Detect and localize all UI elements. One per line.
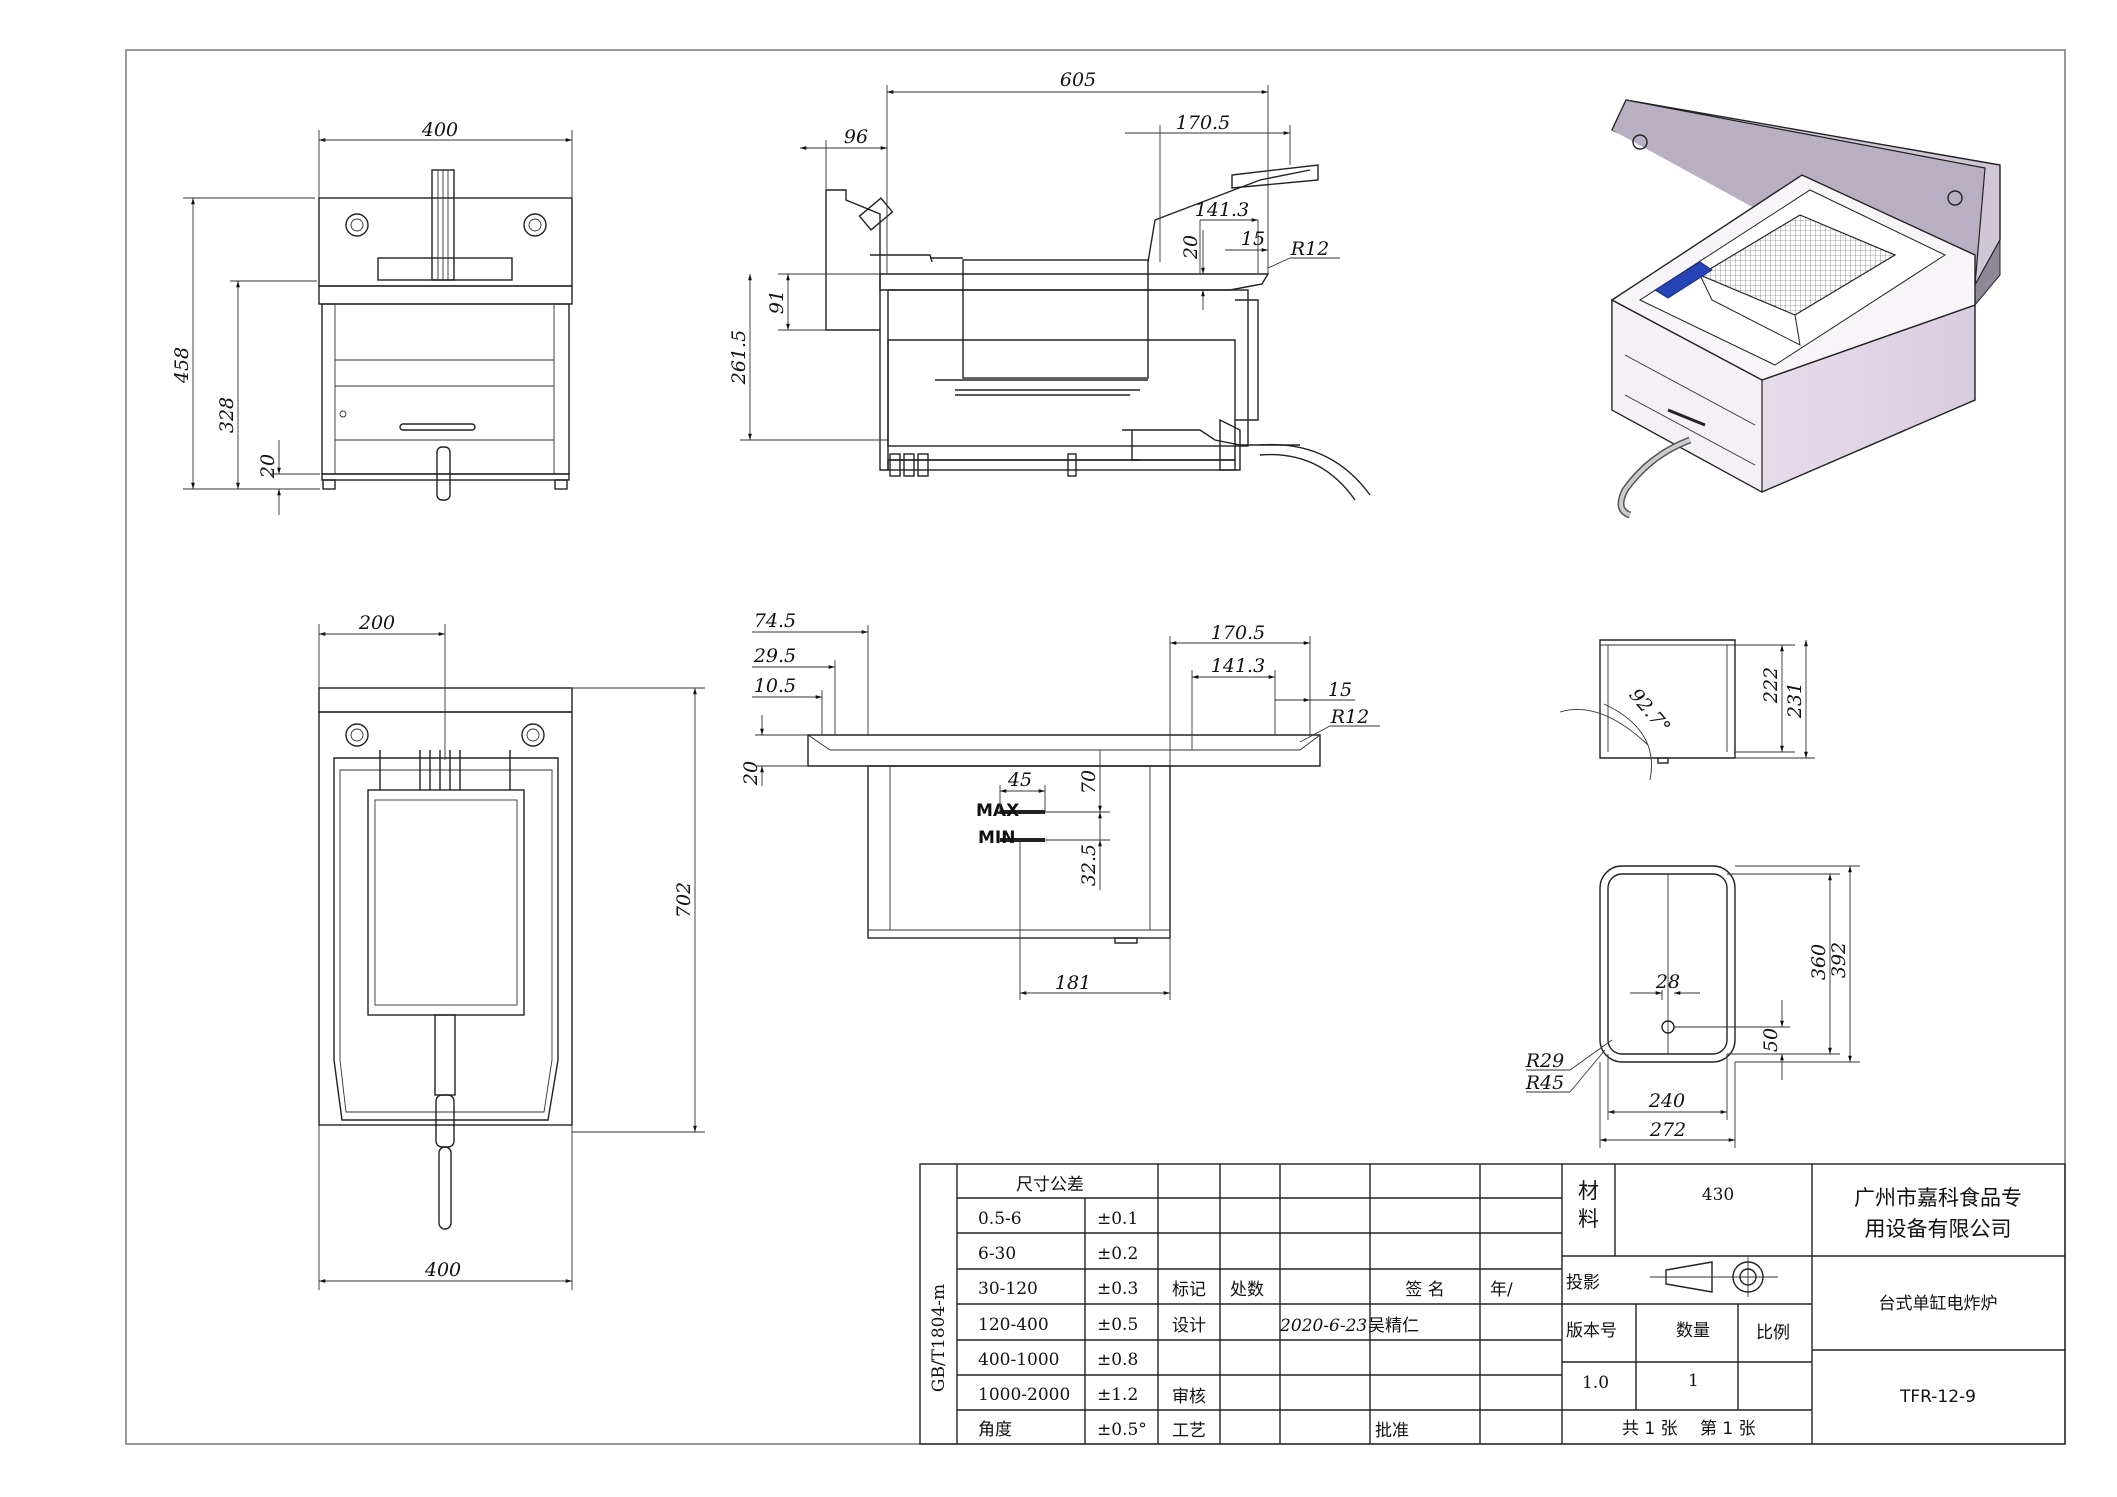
tol-value: ±0.8 bbox=[1097, 1350, 1138, 1370]
sheet-number: 第 1 张 bbox=[1700, 1419, 1756, 1439]
top-view: 200 702 400 bbox=[318, 612, 705, 1290]
version-label: 版本号 bbox=[1566, 1321, 1617, 1341]
qty-value: 1 bbox=[1688, 1371, 1699, 1391]
section-d1-label: 74.5 bbox=[754, 610, 796, 632]
top-width-label: 400 bbox=[424, 1259, 461, 1281]
section-d2-label: 29.5 bbox=[753, 645, 796, 667]
tol-value: ±0.5° bbox=[1097, 1420, 1147, 1440]
tank-r1-label: R29 bbox=[1525, 1050, 1564, 1072]
tol-value: ±0.5 bbox=[1097, 1315, 1138, 1335]
projection-label: 投影 bbox=[1566, 1273, 1600, 1293]
section-max-depth-label: 70 bbox=[1078, 770, 1100, 794]
side-step-label: 20 bbox=[1180, 235, 1202, 260]
tank-side-view: 92.7° 222 231 bbox=[1559, 639, 1815, 781]
front-height-body-label: 328 bbox=[216, 397, 238, 433]
company-name: 广州市嘉科食品专 bbox=[1854, 1186, 2022, 1210]
design-label: 设计 bbox=[1172, 1316, 1206, 1336]
tol-range: 120-400 bbox=[978, 1315, 1049, 1335]
front-height-total-label: 458 bbox=[171, 347, 193, 384]
tank-outer-w-label: 272 bbox=[1649, 1119, 1686, 1141]
tol-value: ±1.2 bbox=[1097, 1385, 1138, 1405]
side-handle-label: 170.5 bbox=[1176, 112, 1230, 134]
top-depth-label: 702 bbox=[673, 882, 695, 918]
front-width-label: 400 bbox=[421, 119, 458, 141]
side-back-label: 96 bbox=[844, 126, 868, 148]
material-label: 材 bbox=[1578, 1179, 1599, 1203]
tol-value: ±0.1 bbox=[1097, 1209, 1138, 1229]
count-label: 处数 bbox=[1230, 1280, 1264, 1300]
year-label: 年/ bbox=[1490, 1280, 1513, 1300]
tank-offset-label: 50 bbox=[1760, 1028, 1782, 1052]
review-label: 审核 bbox=[1172, 1387, 1206, 1407]
front-view: 400 458 328 20 bbox=[171, 119, 573, 515]
top-half-label: 200 bbox=[358, 612, 395, 634]
tank-plan-view: 360 392 50 28 240 272 R29 R45 bbox=[1525, 865, 1860, 1148]
process-label: 工艺 bbox=[1172, 1421, 1206, 1441]
standard-label: GB/T1804-m bbox=[929, 1284, 949, 1392]
tol-value: ±0.2 bbox=[1097, 1244, 1138, 1264]
section-view: MAX MIN 74.5 29.5 10.5 20 170.5 141.3 15… bbox=[740, 610, 1380, 1000]
tank-inner-h-label: 360 bbox=[1808, 944, 1830, 980]
tol-range: 400-1000 bbox=[978, 1350, 1059, 1370]
tank-h2-label: 231 bbox=[1784, 682, 1806, 719]
section-d6-label: 15 bbox=[1328, 679, 1352, 701]
section-bottom-label: 181 bbox=[1055, 972, 1091, 994]
tolerance-header: 尺寸公差 bbox=[1016, 1175, 1084, 1195]
approve-label: 批准 bbox=[1375, 1421, 1409, 1441]
side-lip-label: 15 bbox=[1241, 228, 1265, 250]
side-view: 605 96 170.5 141.3 20 15 R12 91 261.5 bbox=[728, 69, 1371, 501]
section-top-thk-label: 20 bbox=[740, 761, 762, 786]
tol-range: 6-30 bbox=[978, 1244, 1016, 1264]
tol-range: 角度 bbox=[978, 1420, 1012, 1440]
version-value: 1.0 bbox=[1582, 1373, 1609, 1393]
min-level-label: MIN bbox=[978, 828, 1015, 848]
tol-range: 1000-2000 bbox=[978, 1385, 1070, 1405]
section-d4-label: 170.5 bbox=[1211, 622, 1265, 644]
side-panel-label: 91 bbox=[766, 290, 788, 314]
tank-h1-label: 222 bbox=[1760, 667, 1782, 704]
tolerance-table: 0.5-6 ±0.1 6-30 ±0.2 30-120 ±0.3 120-400… bbox=[978, 1209, 1147, 1440]
material-label: 料 bbox=[1578, 1207, 1599, 1231]
section-mark-w-label: 45 bbox=[1007, 769, 1032, 791]
projection-symbol bbox=[1665, 1261, 1713, 1293]
side-height-label: 261.5 bbox=[728, 330, 750, 385]
designer-name: 吴精仁 bbox=[1368, 1316, 1419, 1336]
tank-hole-label: 28 bbox=[1655, 971, 1680, 993]
product-name: 台式单缸电炸炉 bbox=[1879, 1293, 1998, 1314]
front-foot-label: 20 bbox=[257, 454, 279, 479]
design-date: 2020-6-23 bbox=[1279, 1316, 1367, 1336]
model-number: TFR-12-9 bbox=[1899, 1387, 1976, 1407]
section-d3-label: 10.5 bbox=[754, 675, 796, 697]
qty-label: 数量 bbox=[1676, 1321, 1710, 1341]
tank-inner-w-label: 240 bbox=[1648, 1090, 1685, 1112]
scale-label: 比例 bbox=[1756, 1323, 1790, 1343]
title-block: GB/T1804-m 尺寸公差 0.5-6 ±0.1 6-30 ±0.2 30-… bbox=[919, 1163, 2066, 1445]
tank-outer-h-label: 392 bbox=[1828, 942, 1850, 978]
tol-value: ±0.3 bbox=[1097, 1279, 1138, 1299]
section-radius-label: R12 bbox=[1330, 706, 1369, 728]
side-radius-label: R12 bbox=[1290, 238, 1329, 260]
material-value: 430 bbox=[1702, 1185, 1734, 1205]
sheet-count: 共 1 张 bbox=[1622, 1419, 1678, 1439]
section-level-gap-label: 32.5 bbox=[1078, 844, 1100, 886]
tol-range: 0.5-6 bbox=[978, 1209, 1022, 1229]
side-handle-inner-label: 141.3 bbox=[1195, 199, 1249, 221]
max-level-label: MAX bbox=[976, 801, 1019, 821]
tank-angle-label: 92.7° bbox=[1625, 684, 1675, 738]
side-overall-label: 605 bbox=[1060, 69, 1096, 91]
section-d5-label: 141.3 bbox=[1211, 655, 1265, 677]
mark-label: 标记 bbox=[1172, 1280, 1206, 1300]
sign-label: 签 名 bbox=[1405, 1280, 1444, 1300]
tank-r2-label: R45 bbox=[1525, 1072, 1564, 1094]
tol-range: 30-120 bbox=[978, 1279, 1038, 1299]
isometric-view bbox=[1610, 99, 2001, 519]
company-name: 用设备有限公司 bbox=[1865, 1217, 2012, 1241]
